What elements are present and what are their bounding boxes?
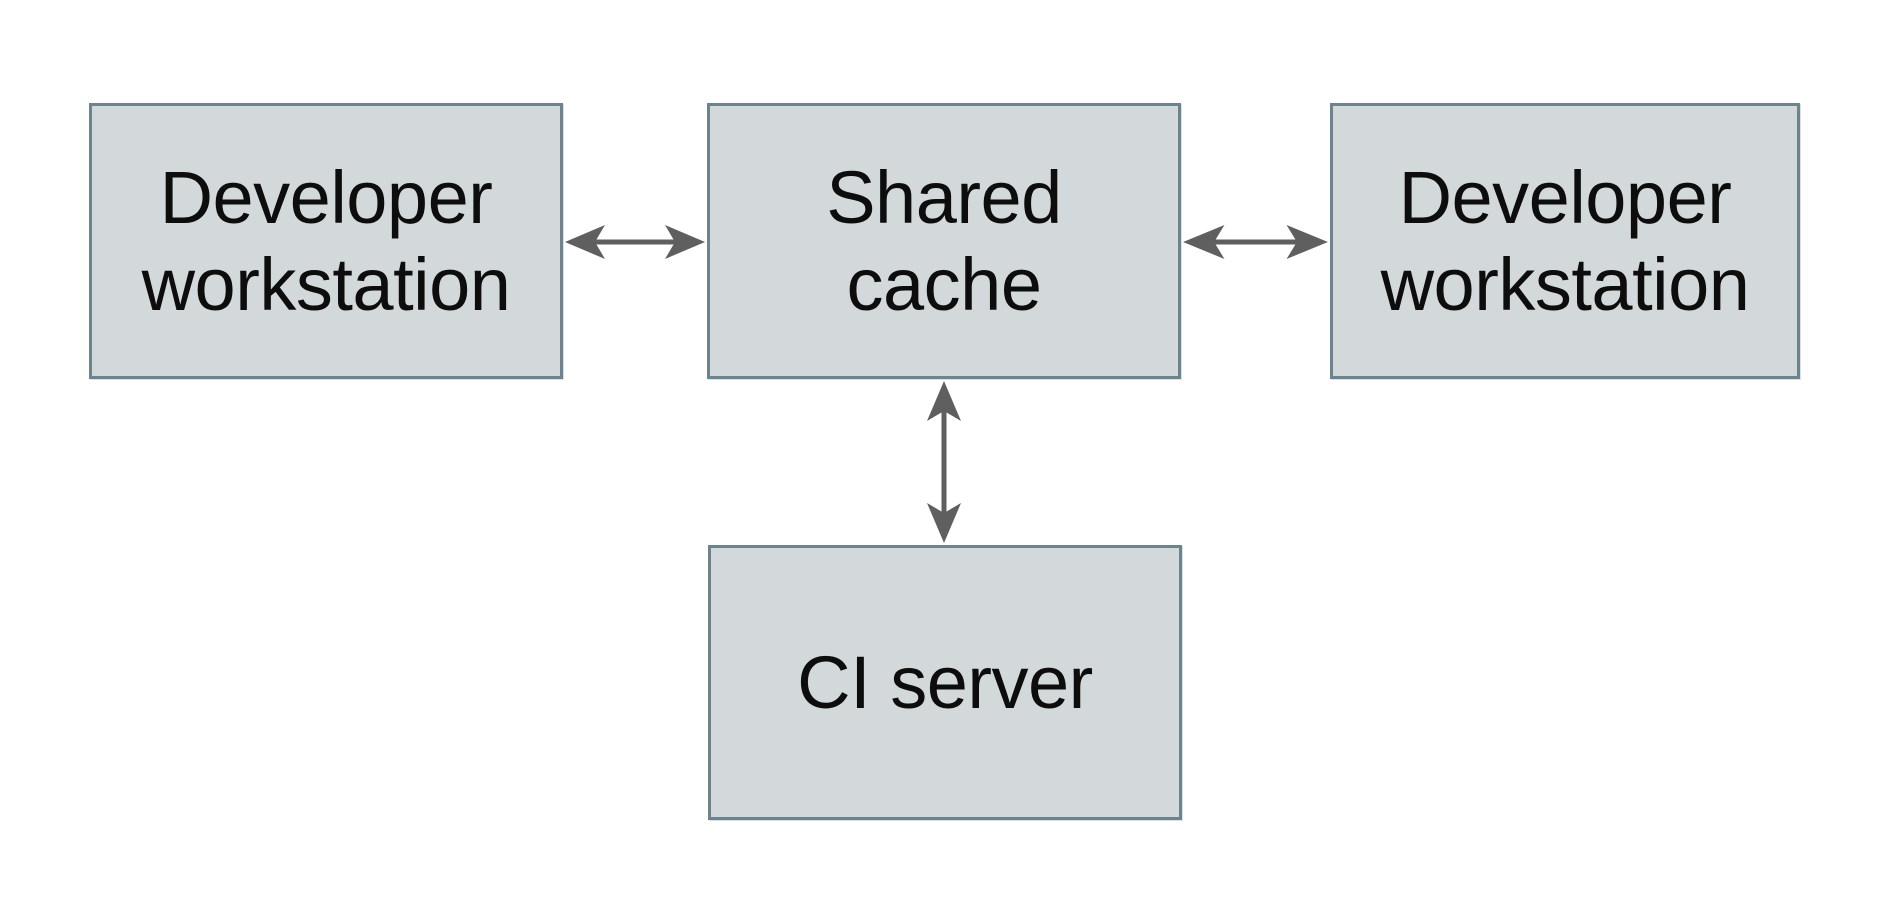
node-developer-workstation-left: Developer workstation	[89, 103, 563, 379]
double-arrow-icon-left-to-cache	[565, 225, 705, 259]
double-arrow-icon-cache-to-ci	[927, 381, 961, 543]
node-developer-workstation-right: Developer workstation	[1330, 103, 1800, 379]
node-shared-cache-label: Shared cache	[826, 156, 1062, 326]
node-shared-cache: Shared cache	[707, 103, 1181, 379]
node-developer-workstation-right-label: Developer workstation	[1380, 156, 1750, 326]
double-arrow-icon-cache-to-right	[1183, 225, 1328, 259]
node-ci-server: CI server	[708, 545, 1182, 820]
node-ci-server-label: CI server	[797, 641, 1093, 724]
node-developer-workstation-left-label: Developer workstation	[141, 156, 511, 326]
